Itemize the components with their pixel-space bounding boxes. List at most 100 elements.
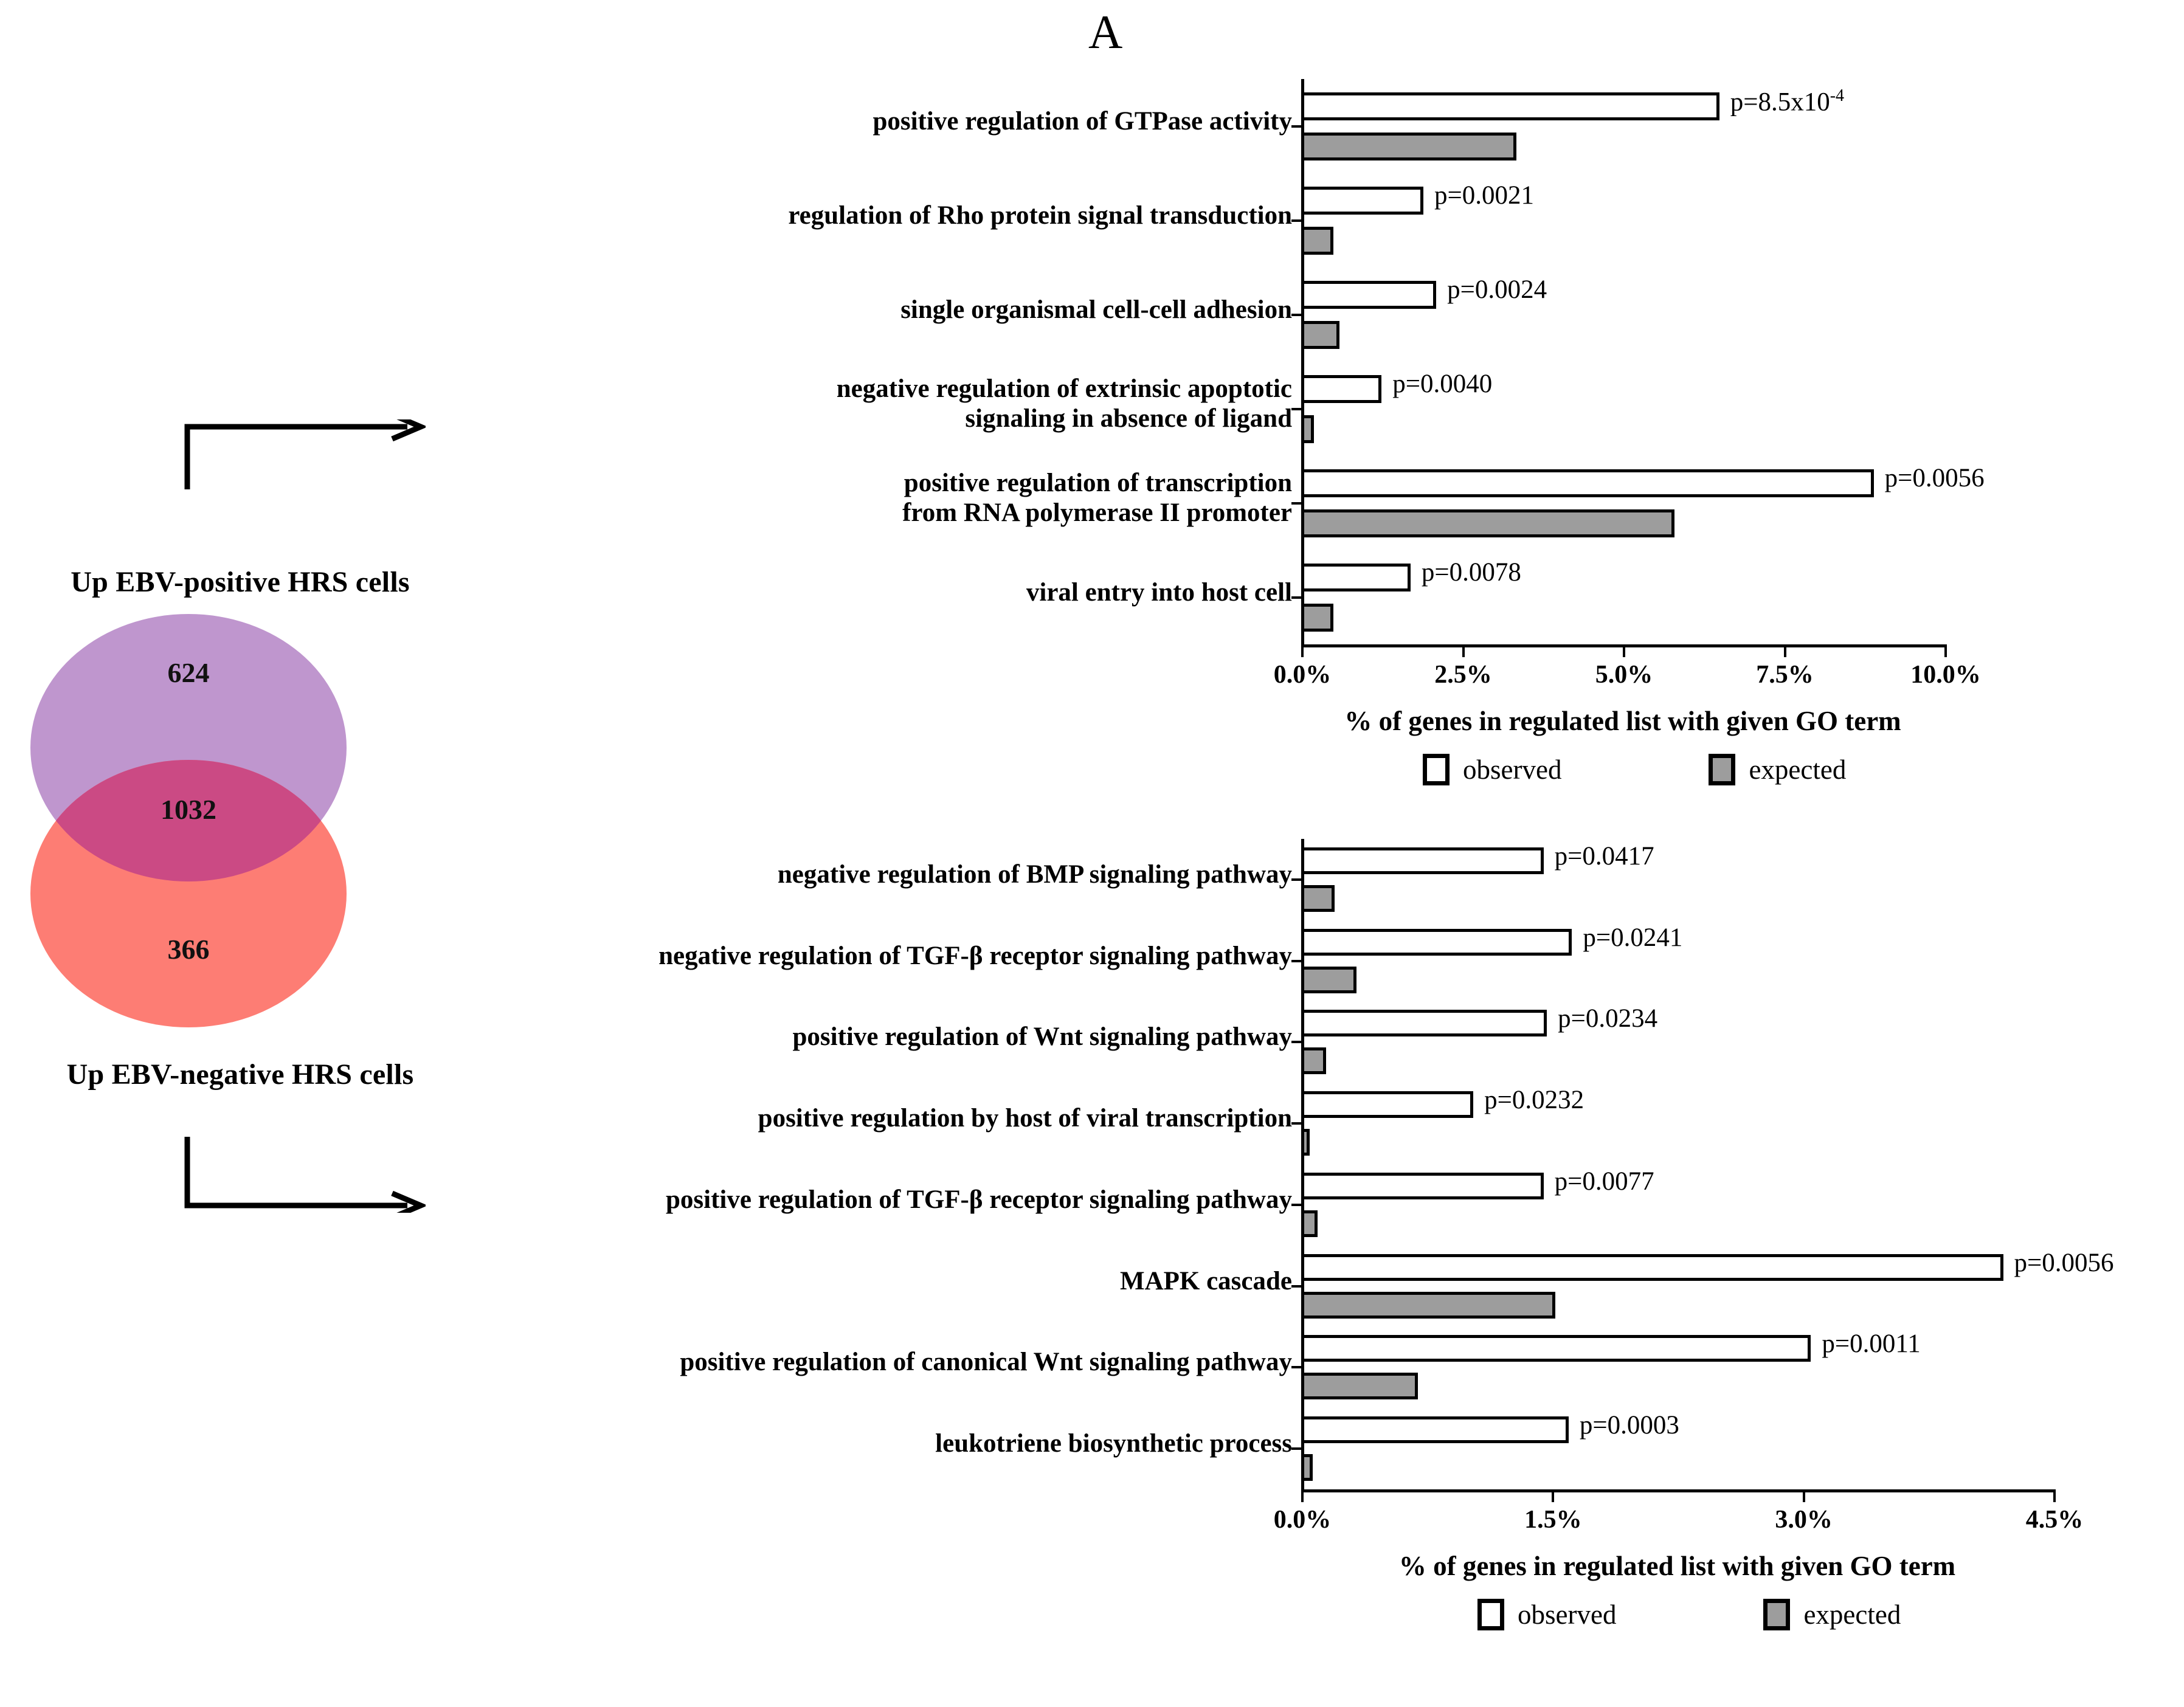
x-axis-line [1301,644,1947,647]
category-label: negative regulation of TGF-β receptor si… [658,941,1292,970]
bar-expected [1301,226,1333,255]
arrow-to-bottom-chart-icon [184,1137,426,1213]
bar-expected [1301,966,1356,993]
venn-count-bottom-only: 366 [167,934,210,965]
venn-circles: 624 1032 366 [24,614,365,1040]
bar-expected [1301,509,1674,537]
x-axis-tick-label: 10.0% [1910,661,1981,689]
bar-observed [1301,1254,2003,1281]
bar-expected [1301,415,1315,443]
category-label: MAPK cascade [1119,1266,1292,1295]
category-label: positive regulation by host of viral tra… [758,1104,1292,1133]
panel-letter: A [1088,5,1123,58]
category-label: positive regulation of TGF-β receptor si… [665,1185,1292,1214]
p-value-label: p=8.5x10-4 [1730,86,1845,116]
p-value-label: p=0.0417 [1554,841,1654,871]
bar-expected [1301,885,1335,912]
venn-top-label: Up EBV-positive HRS cells [71,566,410,598]
x-axis-title: % of genes in regulated list with given … [1344,706,1901,736]
y-axis-tick [1291,502,1301,505]
bar-expected [1301,1210,1318,1237]
x-axis-tick-label: 0.0% [1273,661,1332,689]
x-axis-tick [1623,647,1625,657]
legend-swatch-expected [1709,754,1736,785]
legend-label-expected: expected [1803,1599,1901,1630]
bar-observed [1301,92,1719,120]
y-axis-line [1301,839,1304,1489]
p-value-label: p=0.0232 [1484,1086,1584,1115]
category-label: positive regulation of Wnt signaling pat… [792,1022,1292,1052]
chart-legend: observed expected [1477,1599,1901,1630]
x-axis-title: % of genes in regulated list with given … [1398,1551,1956,1581]
x-axis-tick [2053,1492,2056,1502]
bar-observed [1301,847,1544,874]
p-value-label: p=0.0011 [1822,1329,1921,1359]
y-axis-tick [1291,596,1301,599]
y-axis-tick [1291,1203,1301,1206]
x-axis-tick [1802,1492,1805,1502]
x-axis-tick-label: 7.5% [1756,661,1814,689]
venn-count-top-only: 624 [167,657,210,688]
y-axis-tick [1291,878,1301,881]
x-axis-tick [1462,647,1465,657]
y-axis-tick [1291,1041,1301,1044]
p-value-label: p=0.0003 [1579,1411,1679,1440]
x-axis-tick [1301,647,1304,657]
legend-label-observed: observed [1518,1599,1617,1630]
p-value-label: p=0.0056 [2014,1248,2114,1277]
bar-expected [1301,1129,1310,1156]
y-axis-tick [1291,1122,1301,1125]
bar-observed [1301,1172,1544,1199]
category-label: leukotriene biosynthetic process [935,1429,1292,1458]
legend-swatch-expected [1763,1599,1791,1630]
x-axis-tick [1783,647,1786,657]
p-value-label: p=0.0077 [1554,1167,1654,1196]
legend-item-expected: expected [1763,1599,1901,1630]
category-label: viral entry into host cell [1026,578,1292,607]
p-value-label: p=0.0024 [1447,275,1547,304]
p-value-label: p=0.0040 [1392,369,1493,398]
x-axis-tick-label: 0.0% [1273,1506,1332,1534]
y-axis-tick [1291,407,1301,410]
y-axis-line [1301,79,1304,644]
p-value-label: p=0.0021 [1434,181,1535,210]
category-label: regulation of Rho protein signal transdu… [788,201,1292,230]
x-axis-tick-label: 2.5% [1434,661,1492,689]
go-term-chart-bottom: p=0.0417 negative regulation of BMP signa… [658,839,2152,1690]
category-label: positive regulation of GTPase activity [873,106,1292,136]
venn-count-overlap: 1032 [161,794,216,825]
legend-item-observed: observed [1423,754,1561,785]
bar-expected [1301,1047,1327,1075]
bar-observed [1301,1091,1474,1119]
x-axis-tick-label: 3.0% [1775,1506,1833,1534]
category-label: negative regulation of BMP signaling pat… [777,860,1292,889]
legend-label-observed: observed [1463,754,1562,785]
bar-observed [1301,280,1437,309]
x-axis-tick [1552,1492,1555,1502]
x-axis-tick-label: 5.0% [1595,661,1653,689]
legend-item-expected: expected [1709,754,1846,785]
venn-overlap-region [30,760,347,881]
bar-observed [1301,374,1382,403]
x-axis-tick-label: 4.5% [2025,1506,2084,1534]
x-axis-line [1301,1489,2056,1492]
y-axis-tick [1291,1285,1301,1288]
bar-observed [1301,1416,1569,1444]
y-axis-tick [1291,959,1301,962]
legend-item-observed: observed [1477,1599,1616,1630]
arrow-to-top-chart-icon [184,419,426,489]
bar-expected [1301,603,1333,632]
category-label: positive regulation of canonical Wnt sig… [680,1348,1292,1377]
go-term-chart-top: p=8.5x10-4 positive regulation of GTPase … [788,79,2152,809]
bar-observed [1301,563,1411,591]
p-value-label: p=0.0078 [1421,557,1521,587]
venn-diagram-block: Up EBV-positive HRS cells 624 1032 366 U… [0,389,480,1350]
legend-label-expected: expected [1749,754,1847,785]
category-label: negative regulation of extrinsic apoptot… [836,374,1292,433]
bar-observed [1301,469,1874,497]
bar-expected [1301,1291,1555,1319]
bar-observed [1301,186,1424,215]
y-axis-tick [1291,313,1301,316]
legend-swatch-observed [1423,754,1450,785]
